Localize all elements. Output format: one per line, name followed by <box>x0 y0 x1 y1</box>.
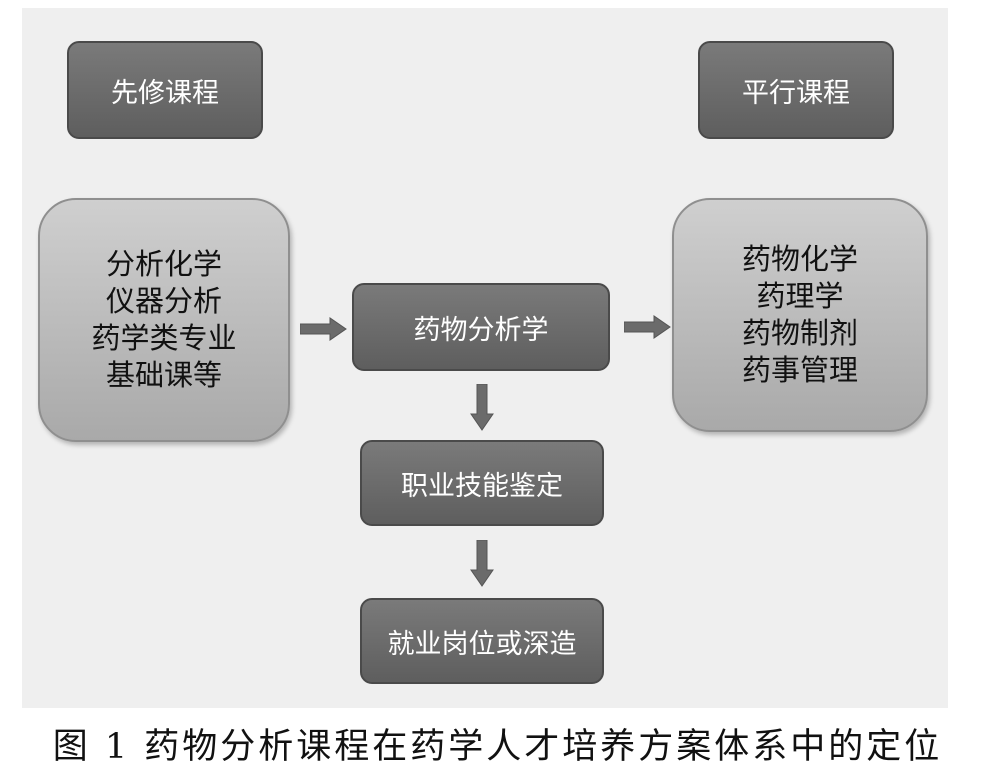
arrow-right-to-parallel <box>624 315 671 339</box>
step1-box: 职业技能鉴定 <box>360 440 604 526</box>
step2-box: 就业岗位或深造 <box>360 598 604 684</box>
arrow-down-to-step1 <box>470 384 494 431</box>
prerequisite-courses-box: 分析化学 仪器分析 药学类专业 基础课等 <box>38 198 290 442</box>
step2-label: 就业岗位或深造 <box>387 628 577 660</box>
parallel-label: 平行课程 <box>742 77 850 109</box>
center-course-box: 药物分析学 <box>352 283 610 371</box>
step1-label: 职业技能鉴定 <box>401 470 563 502</box>
prerequisite-label-box: 先修课程 <box>67 41 263 139</box>
parallel-courses-text: 药物化学 药理学 药物制剂 药事管理 <box>741 242 858 387</box>
diagram-panel: 先修课程 平行课程 分析化学 仪器分析 药学类专业 基础课等 药物化学 药理学 … <box>22 8 948 708</box>
center-course-label: 药物分析学 <box>413 314 549 346</box>
arrow-right-to-center <box>300 317 347 341</box>
figure-caption: 图 1 药物分析课程在药学人才培养方案体系中的定位 <box>52 727 943 767</box>
arrow-down-to-step2 <box>470 540 494 587</box>
parallel-courses-box: 药物化学 药理学 药物制剂 药事管理 <box>672 198 928 432</box>
parallel-label-box: 平行课程 <box>698 41 894 139</box>
prerequisite-courses-text: 分析化学 仪器分析 药学类专业 基础课等 <box>91 247 237 392</box>
prerequisite-label: 先修课程 <box>111 77 219 109</box>
